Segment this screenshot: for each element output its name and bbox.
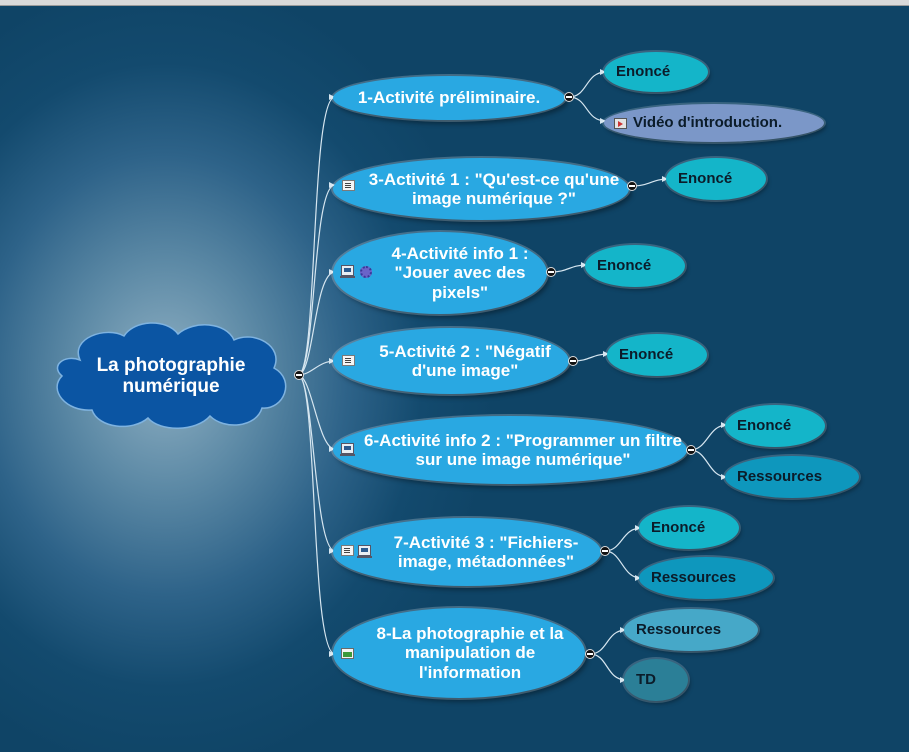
window-top-bar bbox=[0, 0, 909, 6]
activity-6-collapse-toggle[interactable] bbox=[686, 445, 696, 455]
activity-label: 4-Activité info 1 : "Jouer avec des pixe… bbox=[391, 244, 529, 302]
activity-label: 8-La photographie et la manipulation de … bbox=[376, 624, 564, 682]
leaf-label: Enoncé bbox=[619, 345, 674, 363]
activity-node-1[interactable]: 1-Activité préliminaire. bbox=[333, 76, 565, 120]
activity-1-collapse-toggle[interactable] bbox=[564, 92, 574, 102]
leaf-enonce[interactable]: Enoncé bbox=[666, 158, 766, 200]
video-icon bbox=[614, 117, 627, 129]
leaf-enonce[interactable]: Enoncé bbox=[607, 334, 707, 376]
document-icon bbox=[342, 355, 355, 366]
activity-label: 5-Activité 2 : "Négatif d'une image" bbox=[379, 341, 551, 380]
computer-icon bbox=[357, 545, 372, 558]
activity-node-6[interactable]: 6-Activité info 2 : "Programmer un filtr… bbox=[333, 416, 687, 484]
computer-icon bbox=[340, 265, 355, 278]
computer-icon bbox=[340, 443, 355, 456]
image-icon bbox=[341, 648, 354, 659]
activity-5-collapse-toggle[interactable] bbox=[568, 356, 578, 366]
activity-8-collapse-toggle[interactable] bbox=[585, 649, 595, 659]
leaf-label: Ressources bbox=[737, 467, 823, 485]
leaf-label: TD bbox=[636, 670, 656, 688]
leaf-enonce[interactable]: Enoncé bbox=[604, 52, 708, 92]
leaf-ressources[interactable]: Ressources bbox=[639, 557, 773, 599]
leaf-label: Enoncé bbox=[678, 169, 733, 187]
leaf-ressources[interactable]: Ressources bbox=[624, 609, 758, 651]
activity-label: 3-Activité 1 : "Qu'est-ce qu'une image n… bbox=[368, 169, 620, 208]
leaf-label: Enoncé bbox=[597, 256, 652, 274]
document-icon bbox=[342, 180, 355, 191]
activity-7-collapse-toggle[interactable] bbox=[600, 546, 610, 556]
leaf-label: Ressources bbox=[636, 620, 722, 638]
leaf-enonce[interactable]: Enoncé bbox=[585, 245, 685, 287]
activity-4-collapse-toggle[interactable] bbox=[546, 267, 556, 277]
leaf-enonce[interactable]: Enoncé bbox=[639, 507, 739, 549]
activity-node-7[interactable]: 7-Activité 3 : "Fichiers-image, métadonn… bbox=[333, 518, 601, 586]
leaf-label: Enoncé bbox=[737, 416, 792, 434]
root-collapse-toggle[interactable] bbox=[294, 370, 304, 380]
root-node[interactable]: La photographie numérique bbox=[70, 340, 272, 412]
leaf-enonce[interactable]: Enoncé bbox=[725, 405, 825, 447]
activity-node-8[interactable]: 8-La photographie et la manipulation de … bbox=[333, 608, 585, 698]
leaf-ressources[interactable]: Ressources bbox=[725, 456, 859, 498]
activity-label: 6-Activité info 2 : "Programmer un filtr… bbox=[364, 430, 682, 469]
leaf-video-introduction[interactable]: Vidéo d'introduction. bbox=[604, 104, 824, 142]
activity-3-collapse-toggle[interactable] bbox=[627, 181, 637, 191]
document-icon bbox=[341, 545, 354, 556]
leaf-label: Ressources bbox=[651, 568, 737, 586]
root-cloud-shape bbox=[56, 322, 287, 429]
activity-label: 1-Activité préliminaire. bbox=[357, 88, 541, 108]
gear-icon bbox=[360, 266, 372, 278]
activity-label: 7-Activité 3 : "Fichiers-image, métadonn… bbox=[393, 532, 579, 571]
activity-node-5[interactable]: 5-Activité 2 : "Négatif d'une image" bbox=[333, 328, 569, 394]
leaf-td[interactable]: TD bbox=[624, 659, 688, 701]
leaf-label: Enoncé bbox=[616, 62, 671, 80]
leaf-label: Vidéo d'introduction. bbox=[633, 113, 783, 131]
activity-node-3[interactable]: 3-Activité 1 : "Qu'est-ce qu'une image n… bbox=[333, 158, 629, 220]
root-label: La photographie numérique bbox=[96, 354, 246, 397]
leaf-label: Enoncé bbox=[651, 518, 706, 536]
